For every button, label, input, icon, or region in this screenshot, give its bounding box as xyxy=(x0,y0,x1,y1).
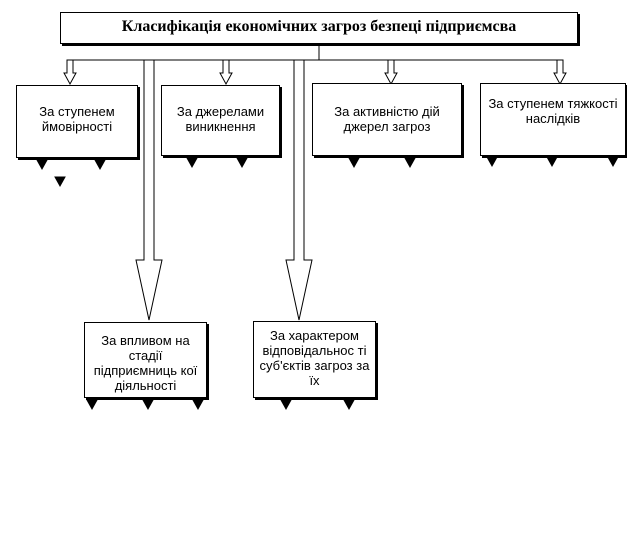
solid-arrow-11 xyxy=(186,157,198,169)
solid-arrow-20 xyxy=(192,399,204,411)
solid-arrow-17 xyxy=(607,156,619,168)
diagram-title: Класифікація економічних загроз безпеці … xyxy=(60,12,578,44)
hollow-arrow-2 xyxy=(63,59,77,86)
category-responsibility-box: За характером відповідальнос ті суб'єкті… xyxy=(253,321,376,398)
long-arrow-7 xyxy=(285,59,313,321)
solid-arrow-19 xyxy=(142,399,154,411)
solid-arrow-16 xyxy=(546,156,558,168)
hollow-arrow-3 xyxy=(219,59,233,86)
solid-arrow-22 xyxy=(343,399,355,411)
category-business-stage-box: За впливом на стадії підприємниць кої ді… xyxy=(84,322,207,398)
solid-arrow-12 xyxy=(236,157,248,169)
connector-lines xyxy=(36,44,619,411)
hollow-arrow-4 xyxy=(384,59,398,86)
solid-arrow-9 xyxy=(94,159,106,171)
solid-arrow-10 xyxy=(54,176,66,188)
category-probability-box: За ступенем ймовірності xyxy=(16,85,138,158)
hollow-arrow-5 xyxy=(553,59,567,86)
solid-arrow-18 xyxy=(86,399,98,411)
solid-arrow-13 xyxy=(348,157,360,169)
solid-arrow-8 xyxy=(36,159,48,171)
solid-arrow-21 xyxy=(280,399,292,411)
category-severity-box: За ступенем тяжкості наслідків xyxy=(480,83,626,156)
category-sources-box: За джерелами виникнення xyxy=(161,85,280,156)
solid-arrow-14 xyxy=(404,157,416,169)
long-arrow-6 xyxy=(135,59,163,321)
solid-arrow-15 xyxy=(486,156,498,168)
category-activity-box: За активністю дій джерел загроз xyxy=(312,83,462,156)
